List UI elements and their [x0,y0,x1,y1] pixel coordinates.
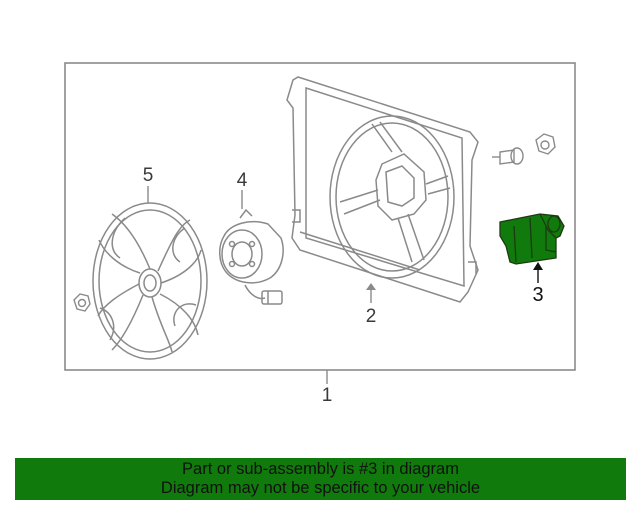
callout-4: 4 [236,170,248,191]
shroud-bolt [492,147,524,165]
banner-line-2: Diagram may not be specific to your vehi… [160,479,481,497]
fan-resistor-part [499,213,565,265]
banner-line-1: Part or sub-assembly is #3 in diagram [182,460,459,478]
callout-3-arrow [533,262,543,270]
fan-blade-part [92,202,208,360]
callout-1: 1 [321,385,333,406]
callout-5: 5 [142,165,154,186]
callout-3: 3 [532,284,544,306]
fan-shroud-part [286,76,479,303]
callout-2-arrow [366,283,376,290]
assembly-frame [64,62,576,371]
fan-motor-part [219,208,284,305]
fan-nut [73,293,91,312]
shroud-nut [535,133,556,155]
info-banner: Part or sub-assembly is #3 in diagram Di… [15,458,626,500]
callout-2: 2 [365,306,377,327]
